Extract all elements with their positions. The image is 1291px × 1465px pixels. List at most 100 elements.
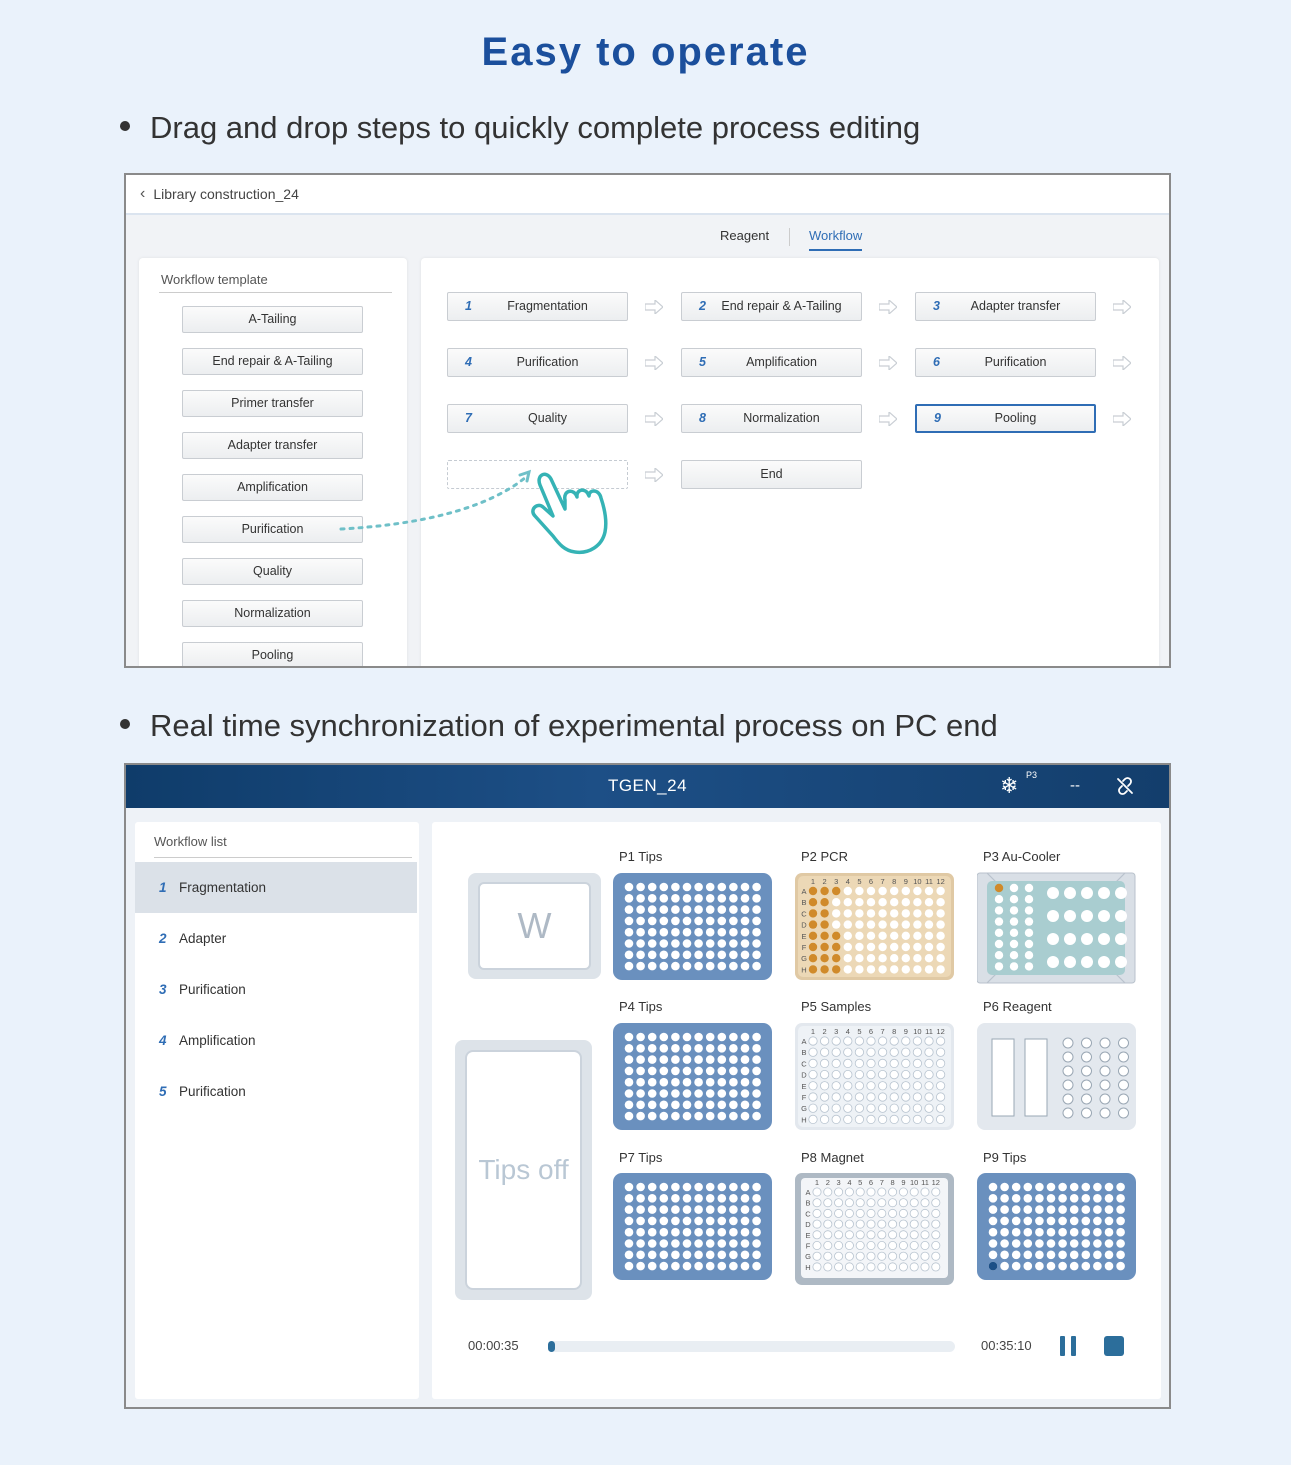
snowflake-icon[interactable]: ❄ <box>1000 773 1019 798</box>
project-title[interactable]: Library construction_24 <box>153 186 299 202</box>
tip-well <box>705 1205 715 1214</box>
well <box>843 931 852 940</box>
plate-col-label: 7 <box>881 1027 885 1036</box>
tip-well <box>659 1089 669 1098</box>
template-item-normalization[interactable]: Normalization <box>182 600 363 627</box>
tip-well <box>682 1250 692 1260</box>
well <box>878 1036 888 1046</box>
well <box>878 942 887 952</box>
tip-well <box>729 1066 738 1076</box>
well <box>834 1187 844 1197</box>
tip-well <box>1069 1239 1079 1248</box>
pause-bar <box>1071 1336 1076 1356</box>
tip-well <box>647 1239 657 1248</box>
tip-box-p9[interactable] <box>977 1173 1136 1280</box>
tip-well <box>671 950 680 960</box>
plate-col-label: 7 <box>880 1178 884 1187</box>
tip-well <box>647 961 657 971</box>
stop-button[interactable] <box>1104 1336 1124 1356</box>
tip-well <box>1116 1250 1125 1260</box>
tip-well <box>717 1205 727 1214</box>
tab-reagent[interactable]: Reagent <box>720 228 770 243</box>
well <box>823 1198 833 1208</box>
tip-well <box>1011 1250 1021 1260</box>
well-filled <box>808 954 818 963</box>
template-item-a-tailing[interactable]: A-Tailing <box>182 306 363 333</box>
well <box>912 1069 923 1080</box>
tip-well <box>624 1194 634 1203</box>
template-item-purification[interactable]: Purification <box>182 516 363 543</box>
tip-well <box>647 1250 657 1260</box>
tip-well <box>752 1100 761 1110</box>
well <box>808 1081 818 1091</box>
disconnect-link-icon[interactable] <box>1115 776 1135 796</box>
well <box>901 1092 911 1102</box>
cooler-p3[interactable] <box>977 869 1137 984</box>
plate-col-label: 9 <box>901 1178 905 1187</box>
template-item-end-repair[interactable]: End repair & A-Tailing <box>182 348 363 375</box>
well <box>855 1251 865 1261</box>
well <box>924 920 934 929</box>
tip-well <box>694 1055 703 1064</box>
hand-cursor-icon <box>531 472 608 555</box>
tip-well <box>705 894 715 903</box>
tip-box-p4[interactable] <box>613 1023 772 1130</box>
tip-well <box>694 1227 703 1237</box>
back-chevron-icon[interactable]: ‹ <box>140 185 146 202</box>
well <box>820 1069 830 1080</box>
tip-well <box>705 1261 715 1271</box>
tip-well <box>682 1089 692 1098</box>
reagent-rack-p6[interactable] <box>977 1023 1136 1130</box>
tab-workflow[interactable]: Workflow <box>809 228 863 251</box>
pause-button[interactable] <box>1060 1336 1078 1356</box>
workflow-end-step[interactable]: End <box>681 460 862 489</box>
template-item-amplification[interactable]: Amplification <box>182 474 363 501</box>
tip-well <box>988 1239 998 1248</box>
tip-well <box>1069 1194 1079 1203</box>
well <box>854 1081 865 1091</box>
well <box>812 1219 822 1229</box>
template-item-primer-transfer[interactable]: Primer transfer <box>182 390 363 417</box>
tip-grid <box>988 1182 1125 1271</box>
tip-well <box>636 1055 645 1064</box>
arrow-right-icon <box>879 412 897 426</box>
tip-well <box>729 916 738 926</box>
template-item-adapter-transfer[interactable]: Adapter transfer <box>182 432 363 459</box>
tip-box-p1[interactable] <box>613 873 772 980</box>
well <box>898 1262 908 1272</box>
well <box>844 1187 854 1197</box>
well-filled <box>832 931 841 940</box>
tip-well <box>988 1182 998 1192</box>
tube-well <box>1024 895 1034 904</box>
well-filled <box>820 954 829 963</box>
tip-box-p7[interactable] <box>613 1173 772 1280</box>
well-filled <box>820 898 829 907</box>
template-item-pooling[interactable]: Pooling <box>182 642 363 666</box>
drop-target-placeholder[interactable] <box>447 460 628 489</box>
template-item-quality[interactable]: Quality <box>182 558 363 585</box>
drag-arrowhead <box>518 469 532 483</box>
slot-label-p4: P4 Tips <box>619 999 663 1014</box>
bullet-text: Drag and drop steps to quickly complete … <box>150 110 921 145</box>
reagent-tube <box>1118 1065 1129 1077</box>
well <box>898 1198 908 1208</box>
tip-well <box>694 1089 703 1098</box>
